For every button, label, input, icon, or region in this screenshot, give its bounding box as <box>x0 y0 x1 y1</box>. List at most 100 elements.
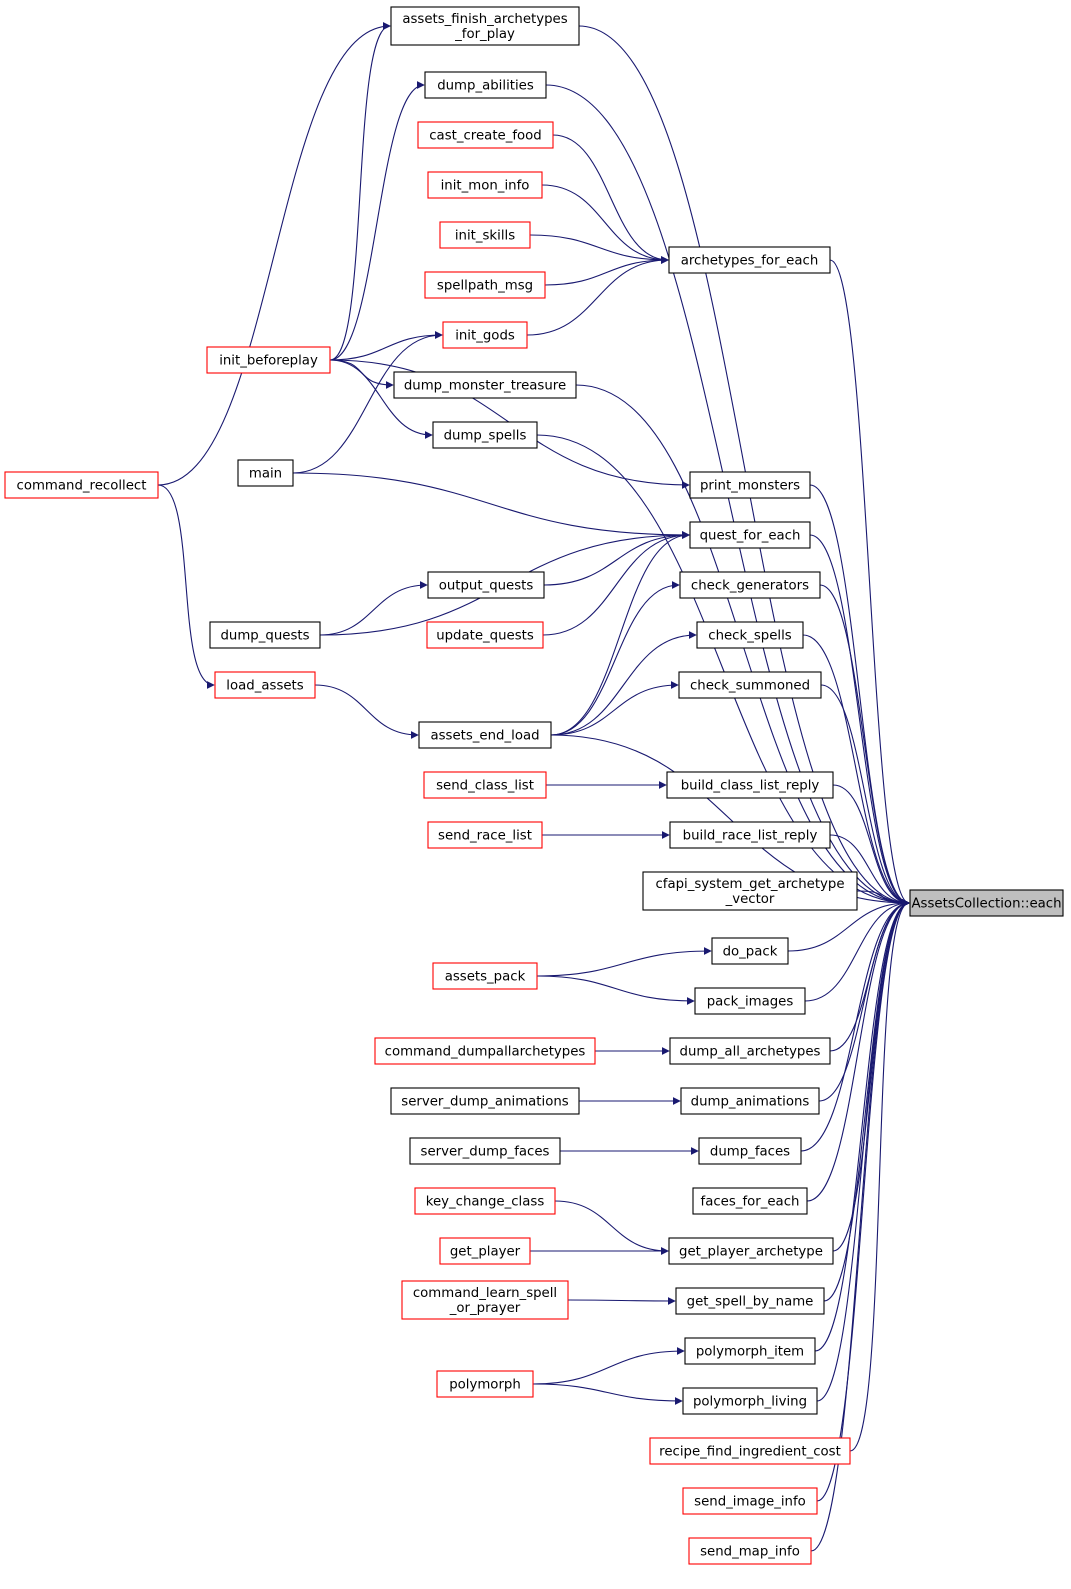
node-polymorph_living[interactable]: polymorph_living <box>682 1387 818 1415</box>
node-init_beforeplay[interactable]: init_beforeplay <box>206 346 331 374</box>
node-box[interactable] <box>711 937 789 965</box>
node-faces_for_each[interactable]: faces_for_each <box>692 1187 808 1215</box>
node-box[interactable] <box>206 346 331 374</box>
node-build_class_list_reply[interactable]: build_class_list_reply <box>666 771 834 799</box>
node-output_quests[interactable]: output_quests <box>427 571 545 599</box>
node-send_image_info[interactable]: send_image_info <box>682 1487 818 1515</box>
node-load_assets[interactable]: load_assets <box>214 671 316 699</box>
node-dump_all_archetypes[interactable]: dump_all_archetypes <box>669 1037 831 1065</box>
node-box[interactable] <box>689 471 811 499</box>
node-polymorph_item[interactable]: polymorph_item <box>684 1337 816 1365</box>
node-polymorph[interactable]: polymorph <box>436 1370 534 1398</box>
node-check_spells[interactable]: check_spells <box>696 621 804 649</box>
node-box[interactable] <box>427 571 545 599</box>
node-box[interactable] <box>209 621 321 649</box>
node-server_dump_faces[interactable]: server_dump_faces <box>409 1137 561 1165</box>
node-server_dump_animations[interactable]: server_dump_animations <box>390 1087 580 1115</box>
node-box[interactable] <box>698 1137 802 1165</box>
node-command_learn_spell_or_prayer[interactable]: command_learn_spell_or_prayer <box>401 1280 569 1320</box>
node-get_player_archetype[interactable]: get_player_archetype <box>668 1237 834 1265</box>
node-box[interactable] <box>4 471 159 499</box>
node-box[interactable] <box>692 1187 808 1215</box>
node-dump_abilities[interactable]: dump_abilities <box>424 71 547 99</box>
node-box[interactable] <box>668 246 831 274</box>
node-assets_finish_archetypes_for_play[interactable]: assets_finish_archetypes_for_play <box>390 6 580 46</box>
node-box[interactable] <box>442 321 528 349</box>
node-get_player[interactable]: get_player <box>439 1237 531 1265</box>
node-box[interactable] <box>909 889 1064 917</box>
node-box[interactable] <box>393 371 577 399</box>
node-build_race_list_reply[interactable]: build_race_list_reply <box>669 821 831 849</box>
node-command_recollect[interactable]: command_recollect <box>4 471 159 499</box>
node-init_skills[interactable]: init_skills <box>439 221 531 249</box>
node-box[interactable] <box>649 1437 851 1465</box>
node-init_mon_info[interactable]: init_mon_info <box>427 171 543 199</box>
node-main[interactable]: main <box>237 459 294 487</box>
node-dump_quests[interactable]: dump_quests <box>209 621 321 649</box>
node-box[interactable] <box>675 1287 825 1315</box>
node-do_pack[interactable]: do_pack <box>711 937 789 965</box>
node-box[interactable] <box>682 1487 818 1515</box>
node-spellpath_msg[interactable]: spellpath_msg <box>424 271 546 299</box>
node-box[interactable] <box>237 459 294 487</box>
node-archetypes_for_each[interactable]: archetypes_for_each <box>668 246 831 274</box>
node-box[interactable] <box>694 987 806 1015</box>
node-box[interactable] <box>669 821 831 849</box>
node-box[interactable] <box>427 821 543 849</box>
node-pack_images[interactable]: pack_images <box>694 987 806 1015</box>
node-box[interactable] <box>439 221 531 249</box>
node-box[interactable] <box>374 1037 596 1065</box>
node-init_gods[interactable]: init_gods <box>442 321 528 349</box>
node-cfapi_system_get_archetype_vector[interactable]: cfapi_system_get_archetype_vector <box>642 871 858 911</box>
node-cast_create_food[interactable]: cast_create_food <box>417 121 554 149</box>
node-box[interactable] <box>684 1337 816 1365</box>
node-box[interactable] <box>414 1187 556 1215</box>
node-assets_pack[interactable]: assets_pack <box>432 962 538 990</box>
node-dump_spells[interactable]: dump_spells <box>432 421 538 449</box>
node-send_class_list[interactable]: send_class_list <box>423 771 547 799</box>
node-focus[interactable]: AssetsCollection::each <box>909 889 1064 917</box>
node-box[interactable] <box>688 1537 812 1565</box>
node-box[interactable] <box>689 521 811 549</box>
node-recipe_find_ingredient_cost[interactable]: recipe_find_ingredient_cost <box>649 1437 851 1465</box>
node-box[interactable] <box>669 1037 831 1065</box>
node-box[interactable] <box>696 621 804 649</box>
node-command_dumpallarchetypes[interactable]: command_dumpallarchetypes <box>374 1037 596 1065</box>
node-box[interactable] <box>418 721 552 749</box>
node-box[interactable] <box>432 421 538 449</box>
node-send_map_info[interactable]: send_map_info <box>688 1537 812 1565</box>
node-box[interactable] <box>423 771 547 799</box>
node-check_generators[interactable]: check_generators <box>679 571 821 599</box>
node-box[interactable] <box>678 671 822 699</box>
node-box[interactable] <box>432 962 538 990</box>
node-box[interactable] <box>401 1280 569 1320</box>
node-box[interactable] <box>417 121 554 149</box>
node-box[interactable] <box>424 71 547 99</box>
node-dump_monster_treasure[interactable]: dump_monster_treasure <box>393 371 577 399</box>
node-check_summoned[interactable]: check_summoned <box>678 671 822 699</box>
node-box[interactable] <box>390 1087 580 1115</box>
node-box[interactable] <box>214 671 316 699</box>
node-box[interactable] <box>682 1387 818 1415</box>
node-dump_faces[interactable]: dump_faces <box>698 1137 802 1165</box>
node-update_quests[interactable]: update_quests <box>426 621 544 649</box>
node-box[interactable] <box>439 1237 531 1265</box>
node-send_race_list[interactable]: send_race_list <box>427 821 543 849</box>
node-box[interactable] <box>427 171 543 199</box>
node-box[interactable] <box>668 1237 834 1265</box>
node-box[interactable] <box>390 6 580 46</box>
node-key_change_class[interactable]: key_change_class <box>414 1187 556 1215</box>
node-box[interactable] <box>409 1137 561 1165</box>
node-get_spell_by_name[interactable]: get_spell_by_name <box>675 1287 825 1315</box>
node-print_monsters[interactable]: print_monsters <box>689 471 811 499</box>
node-box[interactable] <box>436 1370 534 1398</box>
node-box[interactable] <box>666 771 834 799</box>
node-box[interactable] <box>424 271 546 299</box>
node-quest_for_each[interactable]: quest_for_each <box>689 521 811 549</box>
node-box[interactable] <box>679 571 821 599</box>
node-dump_animations[interactable]: dump_animations <box>680 1087 820 1115</box>
node-assets_end_load[interactable]: assets_end_load <box>418 721 552 749</box>
node-box[interactable] <box>426 621 544 649</box>
node-box[interactable] <box>642 871 858 911</box>
node-box[interactable] <box>680 1087 820 1115</box>
